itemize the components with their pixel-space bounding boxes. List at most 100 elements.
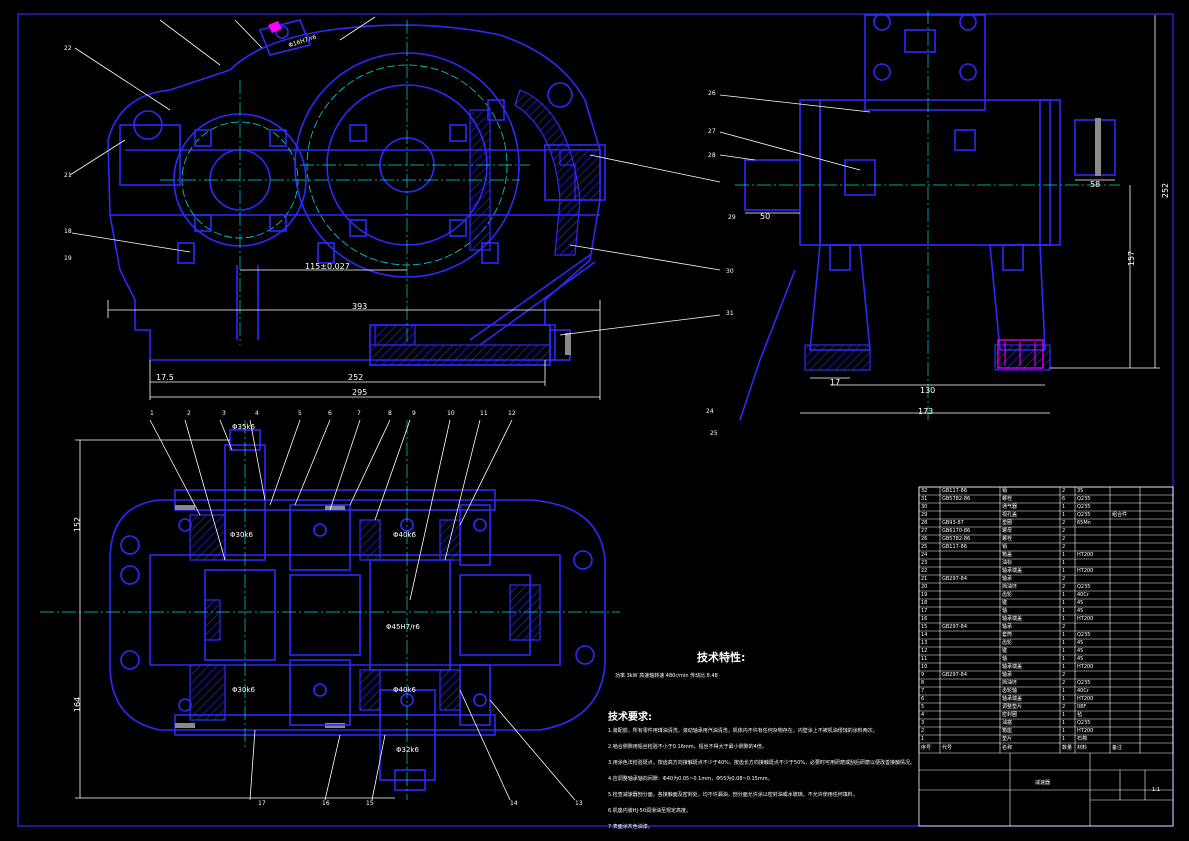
tech-characteristics-line: 功率 3kW 高速轴转速 480r/min 传动比 8.48 bbox=[615, 673, 718, 679]
parts-cell: 轴承 bbox=[1002, 624, 1013, 630]
parts-cell: 2 bbox=[1062, 704, 1066, 710]
parts-cell: 组合件 bbox=[1112, 512, 1128, 518]
parts-cell: GB297-84 bbox=[942, 624, 968, 630]
balloon-left: 19 bbox=[64, 255, 72, 262]
parts-cell: GB5782-86 bbox=[942, 496, 971, 502]
dim-plan-164: 164 bbox=[73, 696, 83, 713]
parts-cell: GB297-84 bbox=[942, 576, 968, 582]
parts-cell: HT200 bbox=[1077, 664, 1094, 670]
parts-cell: 35 bbox=[1077, 488, 1084, 494]
parts-cell: 4 bbox=[921, 712, 925, 718]
parts-cell: 套筒 bbox=[1002, 632, 1013, 638]
parts-cell: 17 bbox=[921, 608, 928, 614]
parts-cell: 螺母 bbox=[1002, 528, 1013, 534]
dim-side-130: 130 bbox=[920, 386, 936, 395]
balloon-left: 22 bbox=[64, 45, 72, 52]
parts-cell: 齿轮轴 bbox=[1002, 688, 1018, 694]
parts-cell: 1 bbox=[1062, 712, 1066, 718]
parts-cell: 7 bbox=[921, 688, 925, 694]
parts-cell: 轴 bbox=[1002, 608, 1008, 614]
balloon-top: 1 bbox=[150, 410, 154, 417]
title-block bbox=[918, 486, 1174, 827]
balloon-top: 12 bbox=[508, 410, 516, 417]
parts-cell: 10 bbox=[921, 664, 928, 670]
tech-title: 技术特性: bbox=[697, 651, 746, 664]
dim-393: 393 bbox=[352, 302, 368, 311]
requirement-item: 3.用涂色法检验斑点，按齿高方向接触斑点不少于40%，按齿长方向接触斑点不少于5… bbox=[608, 760, 916, 766]
balloon-top: 10 bbox=[447, 410, 455, 417]
balloon-left: 21 bbox=[64, 172, 72, 179]
parts-cell: GB5782-86 bbox=[942, 536, 971, 542]
parts-cell: 18 bbox=[921, 600, 928, 606]
parts-cell: 31 bbox=[921, 496, 928, 502]
parts-cell: 垫片 bbox=[1002, 736, 1013, 742]
parts-cell: 1 bbox=[1062, 560, 1066, 566]
parts-cell: 1 bbox=[1062, 688, 1066, 694]
parts-cell: 螺栓 bbox=[1002, 496, 1013, 502]
parts-cell: 螺栓 bbox=[1002, 536, 1013, 542]
parts-cell: HT200 bbox=[1077, 696, 1094, 702]
parts-cell: 27 bbox=[921, 528, 928, 534]
parts-cell: 1 bbox=[1062, 568, 1066, 574]
fit-35k6: Φ35k6 bbox=[232, 423, 255, 431]
parts-cell: 箱座 bbox=[1002, 728, 1013, 734]
parts-cell: 6 bbox=[921, 696, 925, 702]
requirement-item: 6.机座内装HJ-50润滑油至规定高度。 bbox=[608, 808, 691, 814]
balloon-top: 9 bbox=[412, 410, 416, 417]
parts-cell: 1 bbox=[1062, 664, 1066, 670]
parts-cell: 2 bbox=[1062, 624, 1066, 630]
parts-cell: 40Cr bbox=[1077, 688, 1089, 694]
dim-center-distance: 115±0.027 bbox=[305, 262, 350, 271]
balloon-bottom: 16 bbox=[322, 800, 330, 807]
parts-cell: 14 bbox=[921, 632, 928, 638]
balloon-bottom: 17 bbox=[258, 800, 266, 807]
parts-cell: 毡 bbox=[1077, 712, 1083, 718]
requirement-item: 7.表面涂灰色油漆。 bbox=[608, 824, 653, 830]
balloon-top: 5 bbox=[298, 410, 302, 417]
parts-cell: 23 bbox=[921, 560, 928, 566]
parts-cell: 2 bbox=[1062, 488, 1066, 494]
parts-cell: 16 bbox=[921, 616, 928, 622]
balloon-top: 6 bbox=[328, 410, 332, 417]
fit-45h7r6: Φ45H7/r6 bbox=[386, 623, 420, 631]
parts-cell: 45 bbox=[1077, 656, 1084, 662]
drawing-name: 减速器 bbox=[1035, 780, 1051, 786]
parts-cell: 8 bbox=[921, 680, 925, 686]
parts-cell: 26 bbox=[921, 536, 928, 542]
parts-cell: 2 bbox=[1062, 520, 1066, 526]
balloon-top: 2 bbox=[187, 410, 191, 417]
parts-cell: 1 bbox=[1062, 632, 1066, 638]
parts-cell: 65Mn bbox=[1077, 520, 1091, 526]
parts-cell: 通气器 bbox=[1002, 504, 1018, 510]
parts-header: 材料 bbox=[1077, 745, 1088, 751]
parts-cell: 1 bbox=[1062, 656, 1066, 662]
balloon-right: 25 bbox=[710, 430, 718, 437]
requirements-title: 技术要求: bbox=[608, 712, 652, 723]
parts-cell: 1 bbox=[1062, 608, 1066, 614]
parts-cell: 29 bbox=[921, 512, 928, 518]
parts-cell: HT200 bbox=[1077, 728, 1094, 734]
balloon-bottom: 15 bbox=[366, 800, 374, 807]
parts-cell: HT200 bbox=[1077, 552, 1094, 558]
parts-cell: 销 bbox=[1002, 488, 1008, 494]
parts-cell: Q235 bbox=[1077, 720, 1091, 726]
parts-cell: 2 bbox=[1062, 576, 1066, 582]
parts-cell: 1 bbox=[1062, 552, 1066, 558]
parts-cell: 11 bbox=[921, 656, 928, 662]
parts-cell: GB297-84 bbox=[942, 672, 968, 678]
dim-side-173: 173 bbox=[918, 407, 934, 416]
balloon-bottom: 14 bbox=[510, 800, 518, 807]
parts-cell: 键 bbox=[1002, 600, 1008, 606]
parts-cell: 油塞 bbox=[1002, 720, 1013, 726]
parts-cell: 1 bbox=[1062, 728, 1066, 734]
dim-side-50: 50 bbox=[760, 212, 771, 221]
balloon-left: 18 bbox=[64, 228, 72, 235]
requirement-item: 5.检查减速器剖分面，各接触面及密封处，均不许漏油，剖分面允许涂以密封油或水玻璃… bbox=[608, 792, 858, 798]
parts-cell: 13 bbox=[921, 640, 928, 646]
parts-cell: 28 bbox=[921, 520, 928, 526]
parts-header: 名称 bbox=[1002, 745, 1013, 751]
balloon-right: 30 bbox=[726, 268, 734, 275]
parts-cell: 1 bbox=[1062, 616, 1066, 622]
balloon-top: 3 bbox=[222, 410, 226, 417]
requirements-list: 1.装配前，所有零件用煤油清洗，滚动轴承用汽油清洗，机体内不许有任何杂物存在，内… bbox=[608, 727, 916, 839]
